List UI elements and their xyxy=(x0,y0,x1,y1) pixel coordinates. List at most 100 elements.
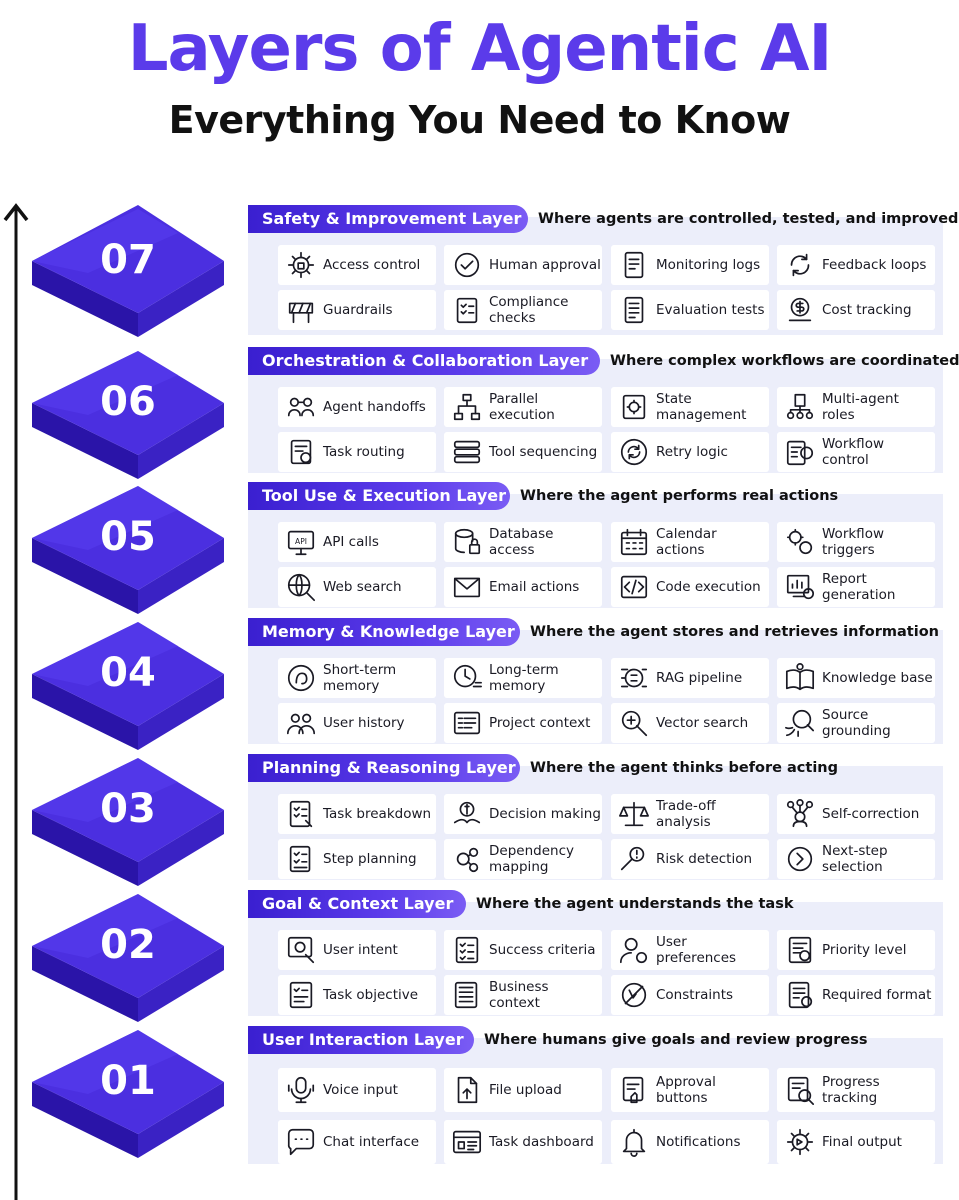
layer-item-card: Database access xyxy=(444,522,602,562)
layer-item-label: Database access xyxy=(489,526,554,558)
layer-item-label: Approval buttons xyxy=(656,1074,716,1106)
email-actions-icon xyxy=(450,570,484,604)
voice-input-icon xyxy=(284,1073,318,1107)
layer-item-card: Code execution xyxy=(611,567,769,607)
self-correction-icon xyxy=(783,797,817,831)
layer-item-label: Self-correction xyxy=(822,806,920,822)
layer-item-label: Agent handoffs xyxy=(323,399,426,415)
approval-buttons-icon xyxy=(617,1073,651,1107)
rag-pipeline-icon xyxy=(617,661,651,695)
layer-item-label: Knowledge base xyxy=(822,670,933,686)
layer-item-label: Success criteria xyxy=(489,942,596,958)
layer-description: Where complex workflows are coordinated xyxy=(610,353,959,369)
layer-title: User Interaction Layer xyxy=(248,1026,474,1054)
layer-item-card: Priority level xyxy=(777,930,935,970)
layer-item-card: Workflow control xyxy=(777,432,935,472)
api-calls-icon: API xyxy=(284,525,318,559)
layer-item-label: Email actions xyxy=(489,579,580,595)
layer-item-label: Code execution xyxy=(656,579,761,595)
user-intent-icon xyxy=(284,933,318,967)
layer-item-card: Tool sequencing xyxy=(444,432,602,472)
page-title: Layers of Agentic AI xyxy=(127,12,833,86)
layer-item-card: Chat interface xyxy=(278,1120,436,1164)
report-generation-icon xyxy=(783,570,817,604)
layer-item-label: Trade-off analysis xyxy=(656,798,716,830)
layer-item-label: Feedback loops xyxy=(822,257,927,273)
knowledge-base-icon xyxy=(783,661,817,695)
state-management-icon xyxy=(617,390,651,424)
layer-item-card: Notifications xyxy=(611,1120,769,1164)
chat-interface-icon xyxy=(284,1125,318,1159)
svg-text:API: API xyxy=(295,537,307,546)
layer-description: Where the agent thinks before acting xyxy=(530,760,838,776)
layer-item-label: Workflow control xyxy=(822,436,884,468)
layer-item-card: Next-step selection xyxy=(777,839,935,879)
layer-item-label: Report generation xyxy=(822,571,896,603)
calendar-actions-icon xyxy=(617,525,651,559)
layer-title: Tool Use & Execution Layer xyxy=(248,482,510,510)
tool-sequencing-icon xyxy=(450,435,484,469)
layer-number: 03 xyxy=(100,786,156,832)
layer-item-label: Task breakdown xyxy=(323,806,432,822)
layer-item-card: Project context xyxy=(444,703,602,743)
step-planning-icon xyxy=(284,842,318,876)
layer-item-card: Approval buttons xyxy=(611,1068,769,1112)
layer-item-card: Vector search xyxy=(611,703,769,743)
layer-item-label: Task objective xyxy=(323,987,419,1003)
layer-item-card: Evaluation tests xyxy=(611,290,769,330)
layer-item-label: Decision making xyxy=(489,806,601,822)
layer-block-07: 07 xyxy=(32,205,224,337)
layer-item-label: Priority level xyxy=(822,942,907,958)
layer-item-card: Success criteria xyxy=(444,930,602,970)
layer-block: 07 xyxy=(28,203,228,347)
layer-item-card: Cost tracking xyxy=(777,290,935,330)
multi-agent-roles-icon xyxy=(783,390,817,424)
layer-description: Where the agent performs real actions xyxy=(520,488,839,504)
layer-03: 03 Planning & Reasoning Layer Where the a… xyxy=(0,752,959,890)
layer-item-label: Source grounding xyxy=(822,707,891,739)
layer-block-03: 03 xyxy=(32,758,224,886)
database-access-icon xyxy=(450,525,484,559)
layer-item-card: User intent xyxy=(278,930,436,970)
layer-number: 05 xyxy=(100,514,156,560)
layer-item-card: Monitoring logs xyxy=(611,245,769,285)
task-routing-icon xyxy=(284,435,318,469)
layer-item-label: Web search xyxy=(323,579,402,595)
layer-item-label: Multi-agent roles xyxy=(822,391,899,423)
priority-level-icon xyxy=(783,933,817,967)
layer-block: 02 xyxy=(28,888,228,1032)
layer-item-card: Knowledge base xyxy=(777,658,935,698)
layer-item-card: Human approval xyxy=(444,245,602,285)
task-breakdown-icon xyxy=(284,797,318,831)
layer-item-card: Task breakdown xyxy=(278,794,436,834)
layer-item-card: Task dashboard xyxy=(444,1120,602,1164)
compliance-checks-icon xyxy=(450,293,484,327)
layer-item-card: User history xyxy=(278,703,436,743)
risk-detection-icon xyxy=(617,842,651,876)
required-format-icon xyxy=(783,978,817,1012)
cost-tracking-icon xyxy=(783,293,817,327)
human-approval-icon xyxy=(450,248,484,282)
code-execution-icon xyxy=(617,570,651,604)
layer-item-label: Compliance checks xyxy=(489,294,569,326)
layer-block: 01 xyxy=(28,1024,228,1168)
layer-item-label: Next-step selection xyxy=(822,843,888,875)
layer-item-card: User preferences xyxy=(611,930,769,970)
layer-block-04: 04 xyxy=(32,622,224,750)
layer-item-card: Long-term memory xyxy=(444,658,602,698)
task-dashboard-icon xyxy=(450,1125,484,1159)
layer-item-card: Progress tracking xyxy=(777,1068,935,1112)
layer-block: 06 xyxy=(28,345,228,489)
layer-item-label: Step planning xyxy=(323,851,417,867)
layer-item-label: User intent xyxy=(323,942,398,958)
layer-item-card: Source grounding xyxy=(777,703,935,743)
user-preferences-icon xyxy=(617,933,651,967)
layer-title: Planning & Reasoning Layer xyxy=(248,754,520,782)
layer-number: 01 xyxy=(100,1058,156,1104)
access-control-icon xyxy=(284,248,318,282)
layer-title: Orchestration & Collaboration Layer xyxy=(248,347,600,375)
layer-item-label: Tool sequencing xyxy=(489,444,598,460)
layer-item-label: Human approval xyxy=(489,257,601,273)
